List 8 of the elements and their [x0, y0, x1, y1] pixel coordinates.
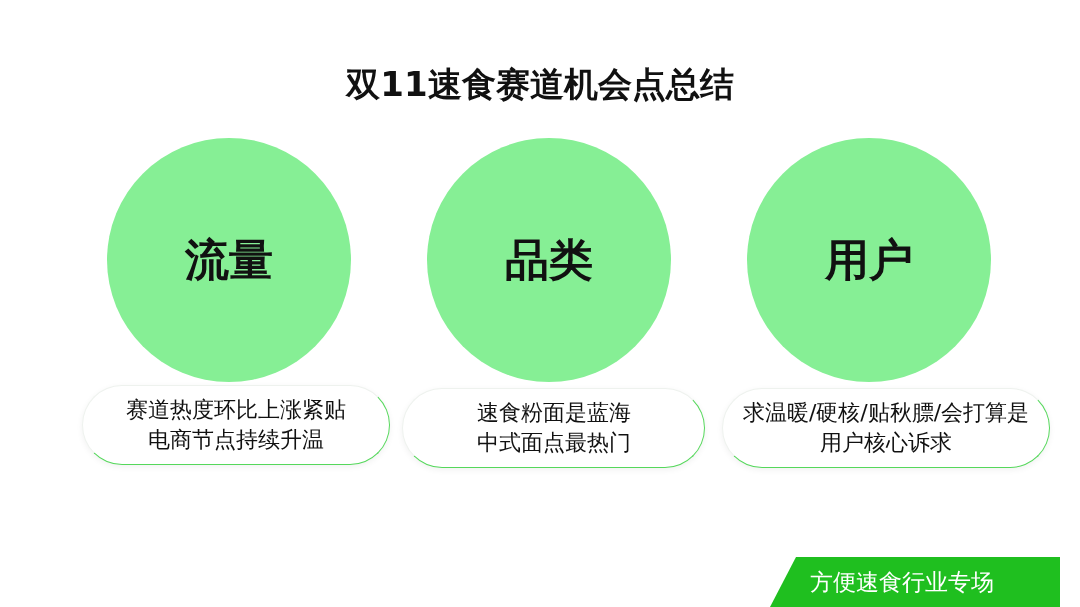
section-tag: 方便速食行业专场: [770, 557, 1060, 607]
diagram-title: 双11速食赛道机会点总结: [344, 63, 735, 106]
topic-heading: 品类: [505, 232, 593, 287]
topic-heading: 流量: [185, 232, 273, 287]
caption-text: 求温暖/硬核/贴秋膘/会打算是用户核心诉求: [741, 399, 1031, 457]
topic-heading: 用户: [825, 232, 913, 287]
caption-text: 赛道热度环比上涨紧贴电商节点持续升温: [125, 396, 347, 454]
caption-text: 速食粉面是蓝海中式面点最热门: [475, 399, 632, 457]
